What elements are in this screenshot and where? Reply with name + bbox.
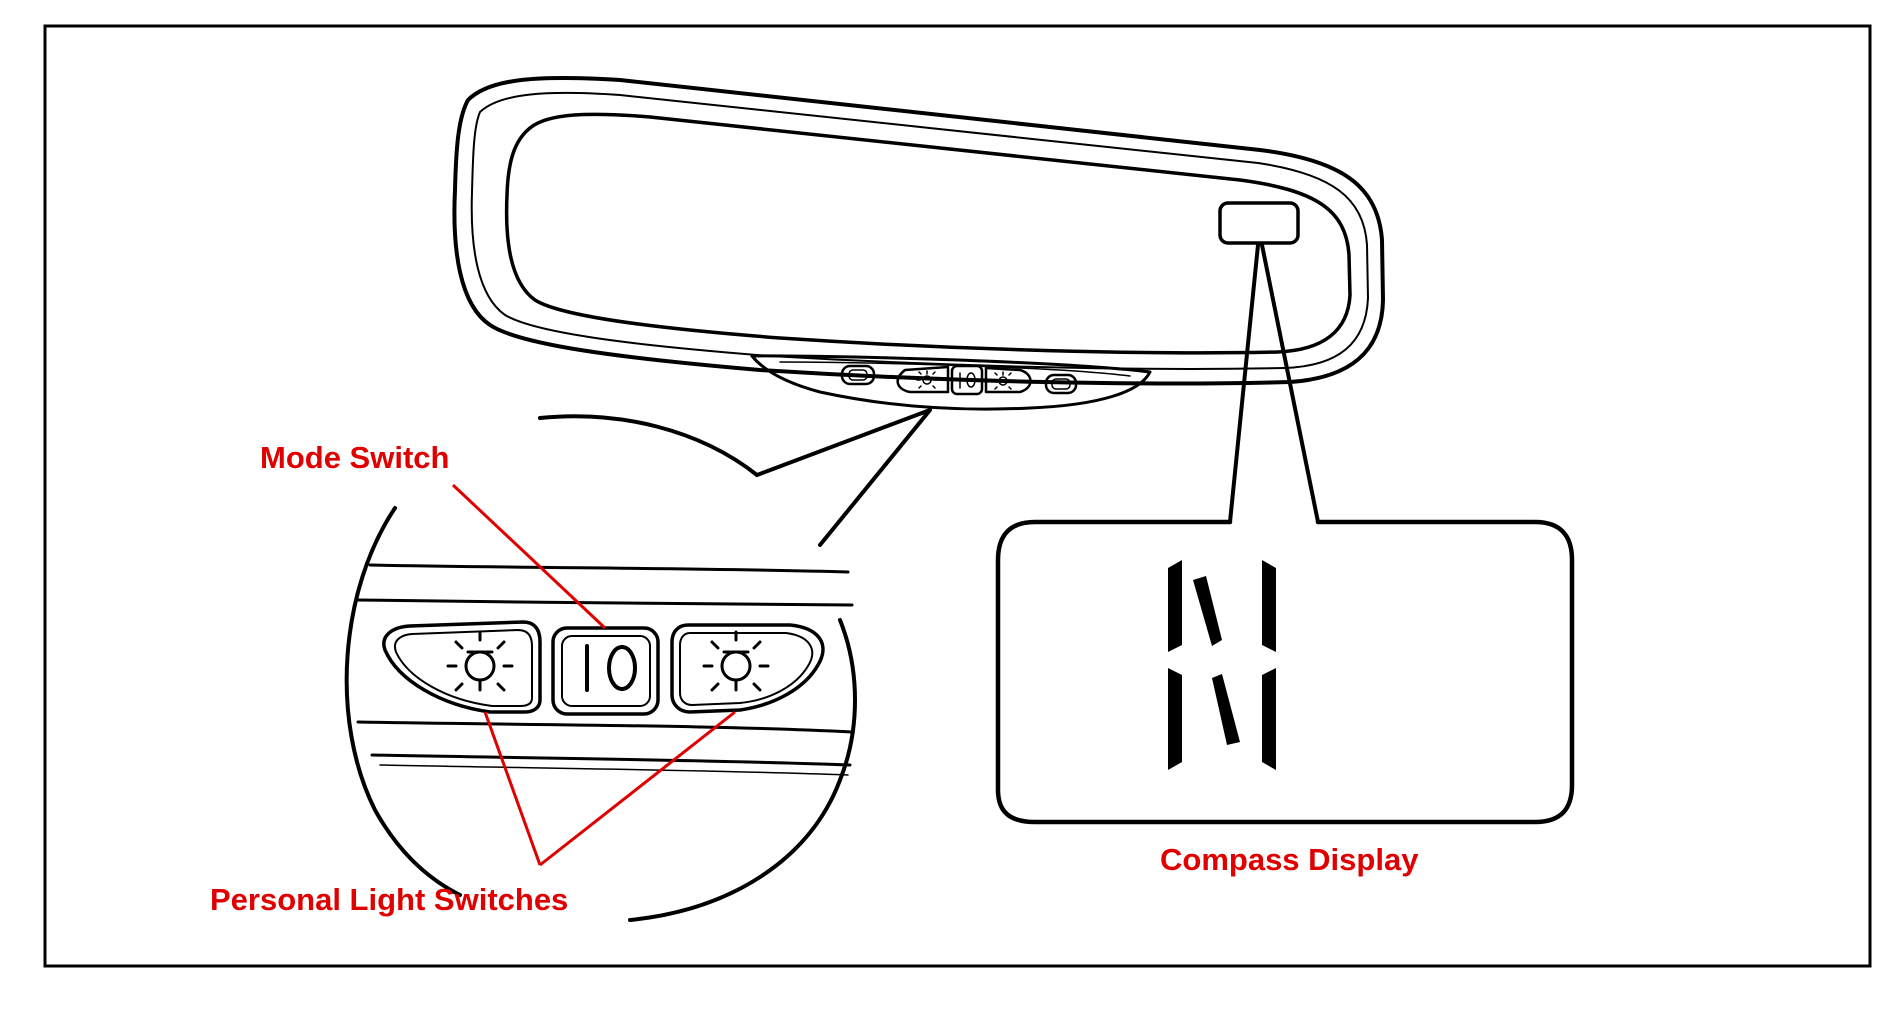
right-light-bulb-icon xyxy=(702,630,770,692)
small-right-light-switch[interactable] xyxy=(984,366,1032,394)
right-personal-light-switch[interactable] xyxy=(670,623,825,714)
personal-light-switches-label: Personal Light Switches xyxy=(210,882,568,917)
diagram-frame xyxy=(43,24,1872,968)
mode-switch-label: Mode Switch xyxy=(260,440,449,475)
zoom-callout-pointer xyxy=(755,408,932,547)
small-mode-switch[interactable] xyxy=(950,364,984,396)
compass-window xyxy=(1218,201,1300,245)
left-personal-light-switch[interactable] xyxy=(382,620,542,714)
compass-callout: N xyxy=(995,243,1575,825)
io-icon xyxy=(585,644,637,692)
left-light-bulb-icon xyxy=(446,630,514,692)
compass-display-label: Compass Display xyxy=(1160,842,1419,877)
mode-switch[interactable] xyxy=(551,626,660,716)
compass-heading-glyph xyxy=(1168,560,1276,770)
small-left-light-switch[interactable] xyxy=(896,365,950,394)
leader-lines xyxy=(451,483,736,867)
zoomed-switch-panel xyxy=(344,414,857,922)
small-left-button[interactable] xyxy=(840,364,876,386)
rearview-mirror xyxy=(452,75,1385,411)
small-right-button[interactable] xyxy=(1044,373,1078,395)
